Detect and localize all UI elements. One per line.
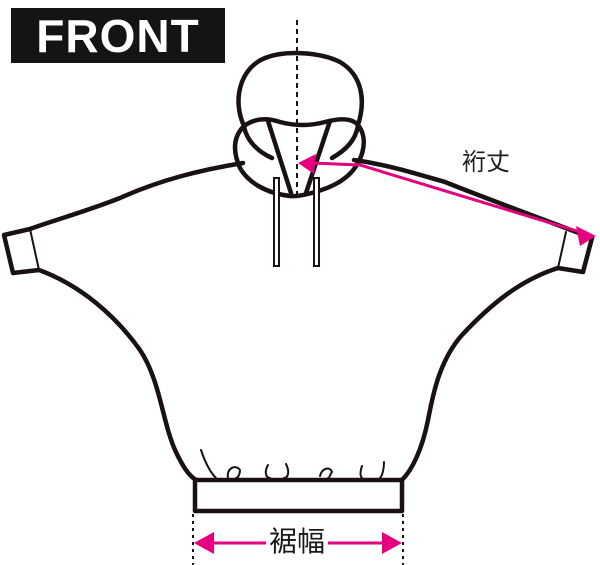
drawstring-left <box>273 177 280 267</box>
hem-width-label: 裾幅 <box>266 528 329 556</box>
arrowhead-left <box>194 532 214 554</box>
hem-band <box>192 477 405 514</box>
left-sleeve-outline <box>27 160 246 232</box>
right-cuff <box>555 235 595 275</box>
hem-gathers <box>200 449 385 479</box>
front-view-label: FRONT <box>11 8 225 63</box>
arrowhead-right <box>382 532 402 554</box>
hood-inner-right <box>303 118 333 196</box>
left-body-side <box>36 267 199 483</box>
arrowhead-right <box>576 226 596 246</box>
hood-fold-left <box>241 123 275 161</box>
arrowhead-left <box>298 154 316 174</box>
hood-inner-left <box>265 118 294 196</box>
drawstring-right <box>313 177 320 267</box>
right-body-side <box>399 265 561 483</box>
sleeve-length-arrow <box>298 154 596 246</box>
sleeve-length-label: 裄丈 <box>462 148 510 176</box>
hood-outline <box>232 50 366 199</box>
left-cuff <box>1 226 42 276</box>
hood-fold-right <box>329 122 361 161</box>
right-cuff-seam <box>557 231 567 269</box>
hood-opening <box>241 117 361 129</box>
left-cuff-seam <box>29 228 40 271</box>
